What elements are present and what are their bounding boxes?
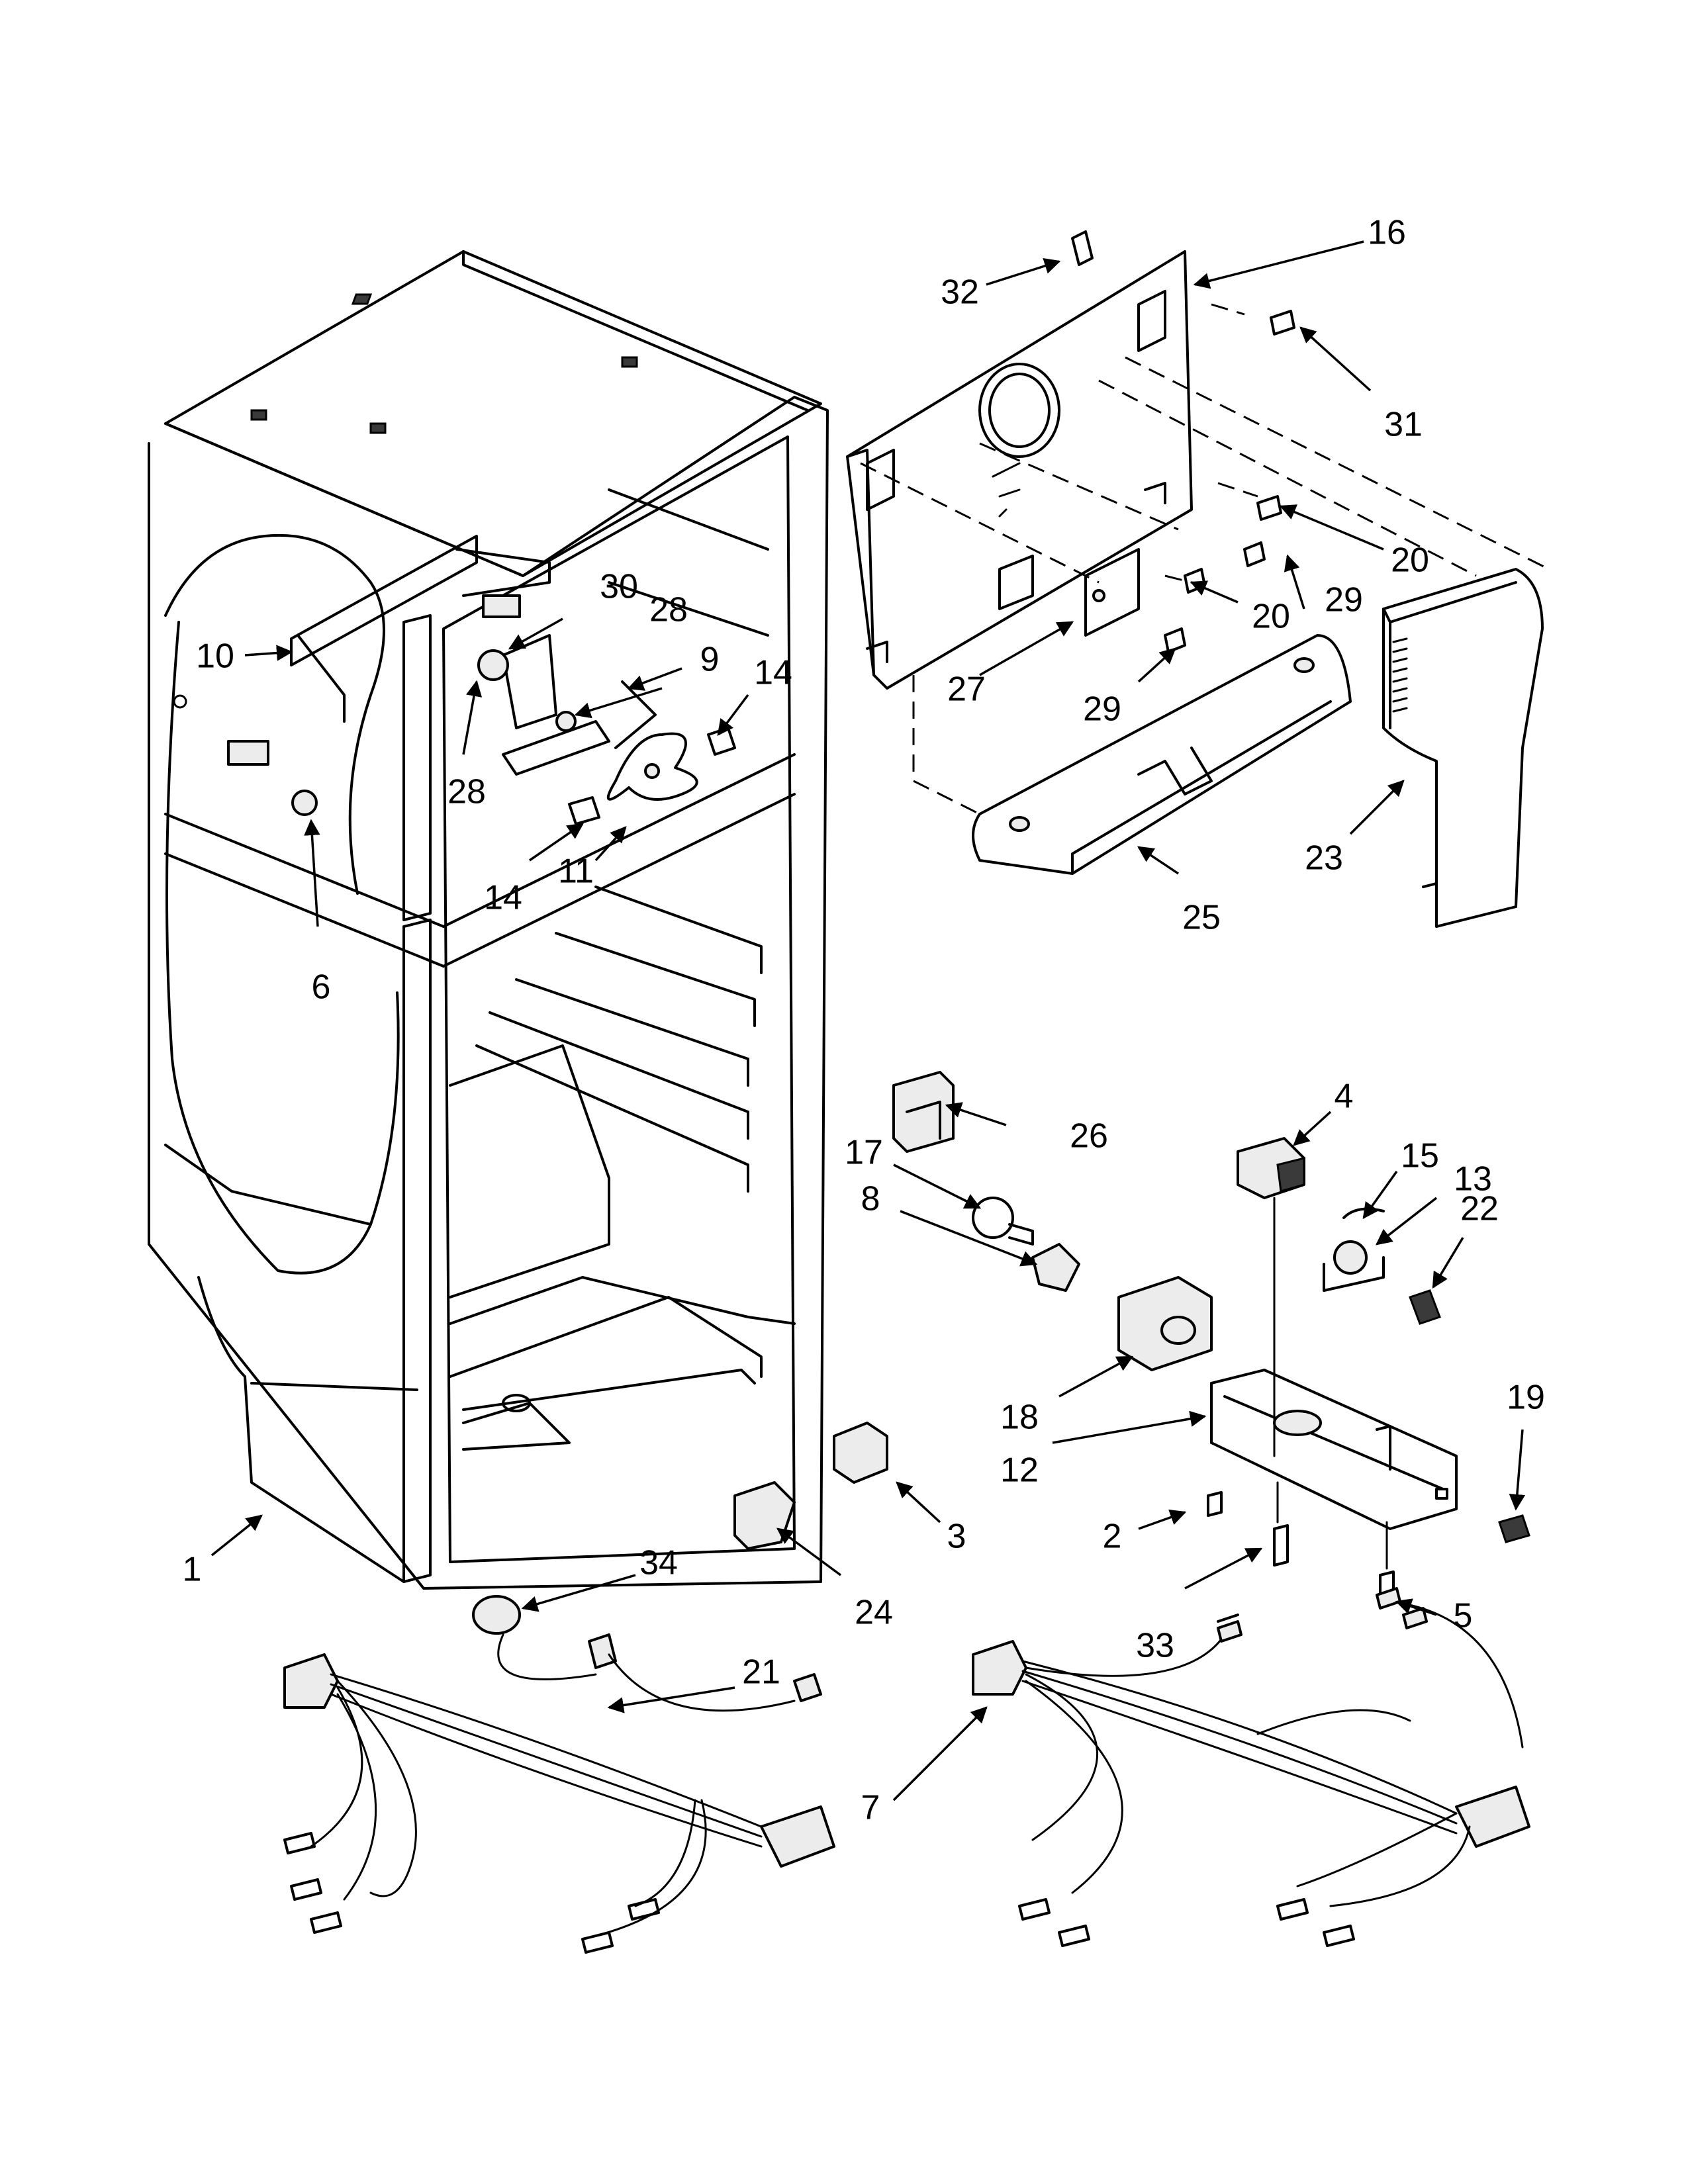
callout-23: 23	[1305, 839, 1343, 878]
freezer-trim-piece	[972, 634, 1352, 875]
knob-22	[1409, 1289, 1441, 1325]
callout-11: 11	[558, 852, 594, 891]
callout-13: 13	[1454, 1160, 1492, 1199]
wire-harness-7	[972, 1587, 1530, 1907]
callout-20a: 20	[1391, 541, 1429, 580]
housing-screws	[1207, 1481, 1395, 1606]
callout-14a: 14	[754, 654, 792, 692]
callout-14b: 14	[484, 879, 522, 917]
callout-4: 4	[1335, 1077, 1354, 1116]
callout-9: 9	[700, 641, 720, 679]
callout-20b: 20	[1252, 598, 1290, 636]
callout-3: 3	[947, 1518, 966, 1556]
callout-28b: 28	[447, 773, 486, 811]
lamp-socket-8	[1031, 1243, 1080, 1292]
callout-10: 10	[196, 637, 234, 676]
thermostat-13	[1323, 1240, 1385, 1292]
callout-29b: 29	[1083, 690, 1121, 729]
sensor-24	[733, 1481, 796, 1550]
thermostat-4	[1237, 1137, 1305, 1457]
callout-17: 17	[845, 1134, 883, 1172]
light-bulb	[972, 1197, 1034, 1246]
callout-2: 2	[1103, 1518, 1122, 1556]
screws	[1164, 310, 1295, 653]
callout-19: 19	[1507, 1379, 1545, 1417]
evaporator-fan-motor	[291, 634, 736, 825]
control-housing	[1210, 1369, 1458, 1530]
callout-labels: 1 2 3 4 5 6 7 8 9 10 11 12 13 14 14 15 1…	[183, 214, 1545, 1827]
evaporator-cover-panel	[846, 230, 1550, 815]
callout-32: 32	[941, 273, 979, 312]
callout-31: 31	[1384, 406, 1423, 444]
callout-21: 21	[742, 1653, 780, 1692]
sensor-3	[833, 1422, 888, 1484]
lamp-socket-26	[892, 1071, 955, 1153]
callout-22: 22	[1460, 1190, 1499, 1228]
callout-16: 16	[1368, 214, 1406, 252]
callout-12: 12	[1000, 1451, 1039, 1490]
terminals	[283, 1614, 1355, 1954]
callout-28a: 28	[649, 591, 688, 629]
wire-harness-21	[283, 1595, 835, 1940]
callout-18: 18	[1000, 1398, 1039, 1437]
callout-15: 15	[1401, 1137, 1439, 1175]
callout-30: 30	[600, 568, 638, 606]
callout-24: 24	[855, 1594, 893, 1632]
light-shield	[1117, 1276, 1213, 1371]
callout-27: 27	[947, 670, 986, 709]
refrigerator-liner	[148, 250, 829, 1590]
callout-26: 26	[1070, 1117, 1108, 1156]
clip-15	[1342, 1207, 1385, 1219]
callout-7: 7	[861, 1789, 880, 1827]
callout-5: 5	[1454, 1597, 1473, 1635]
switch-19	[1498, 1514, 1530, 1543]
callout-6: 6	[312, 968, 331, 1007]
callout-33: 33	[1136, 1627, 1174, 1665]
callout-1: 1	[183, 1551, 202, 1589]
callout-25: 25	[1182, 899, 1221, 937]
leader-arrows	[211, 240, 1526, 1801]
vent-slots	[1392, 637, 1408, 713]
freezer-control-cover	[1382, 568, 1544, 928]
callout-8: 8	[861, 1180, 880, 1218]
callout-34: 34	[639, 1544, 678, 1582]
callout-29a: 29	[1325, 581, 1363, 619]
